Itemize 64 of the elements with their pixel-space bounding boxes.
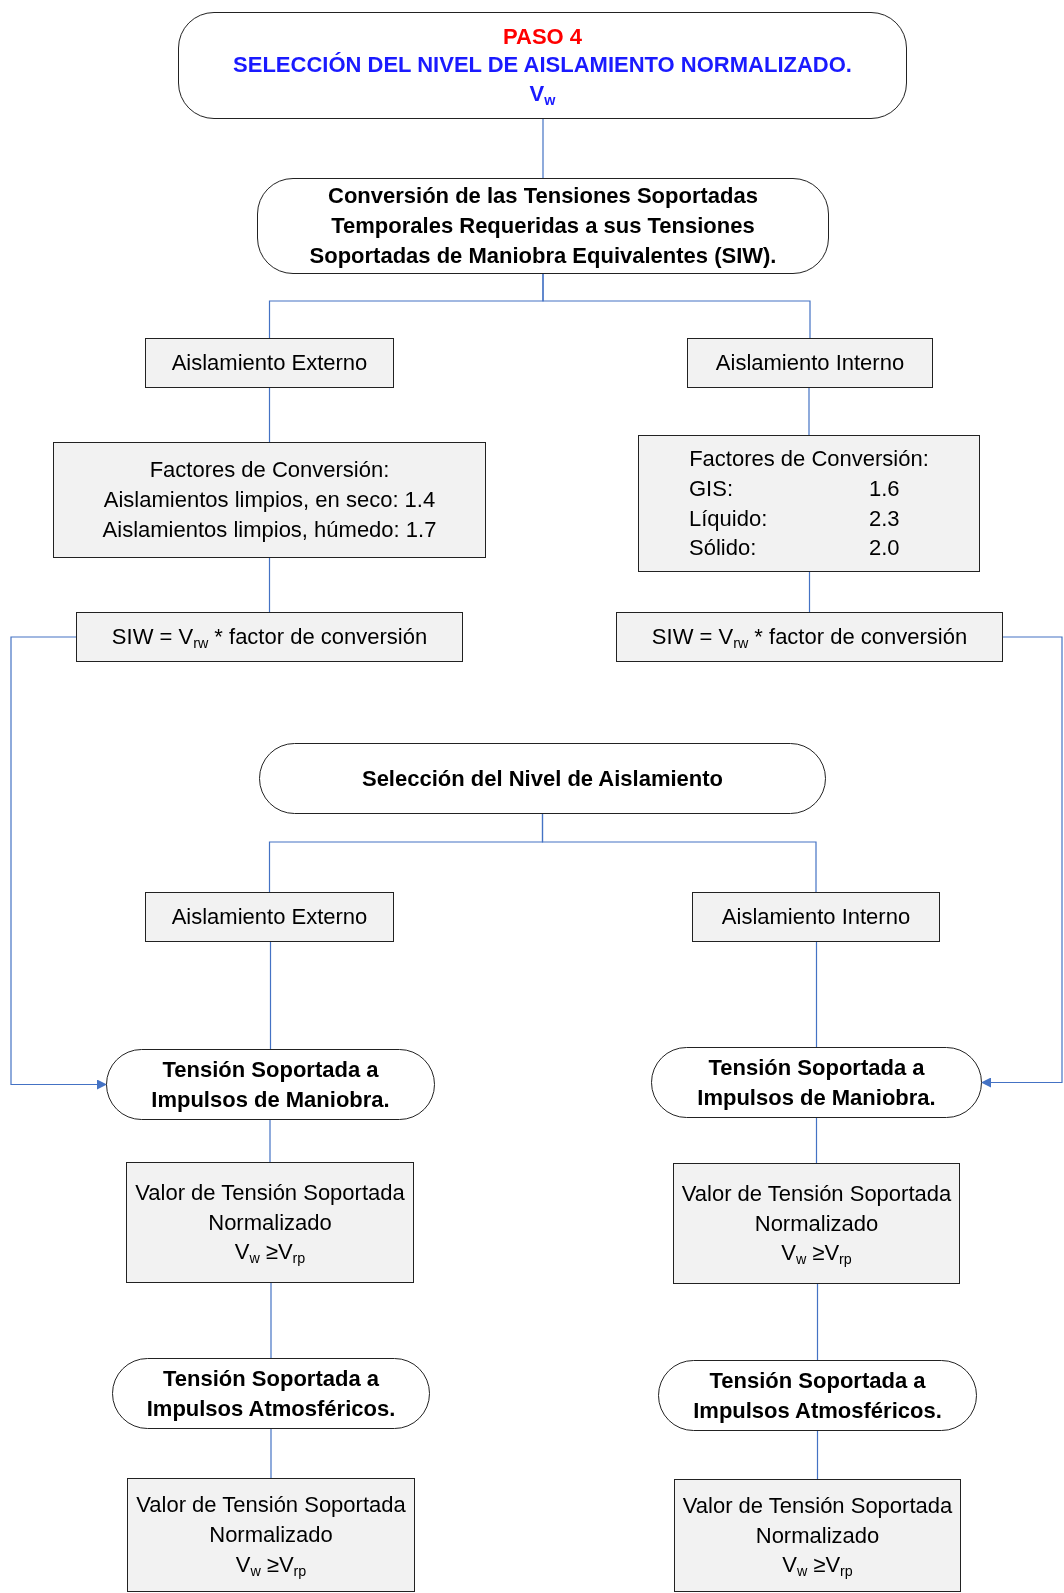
node-label: Tensión Soportada a Impulsos de Maniobra. <box>696 1053 937 1112</box>
connector-line <box>816 1430 819 1480</box>
node-text: V$_{w}$ ≥V$_{rp}$ <box>235 1550 307 1580</box>
node-label: SIW = V$_{rw}$ * factor de conversión <box>651 623 968 652</box>
connector-line <box>815 1117 818 1164</box>
table-value: 2.3 <box>869 504 901 533</box>
value-box <box>126 1162 414 1283</box>
connector-line <box>815 941 818 1048</box>
node-label: Valor de Tensión Soportada Normalizado <box>680 1179 953 1238</box>
step-title-box <box>178 12 907 119</box>
process-box <box>692 892 940 942</box>
node-text: SELECCIÓN DEL NIVEL DE AISLAMIENTO NORMALIZADO. <box>233 51 852 80</box>
table-label: Líquido: <box>689 504 769 533</box>
connector-line <box>269 941 272 1050</box>
node-text: V$_{w}$ ≥V$_{rp}$ <box>234 1238 306 1268</box>
node-text: V$_{w}$ ≥V$_{rp}$ <box>782 1551 853 1581</box>
connector-line <box>816 1283 819 1361</box>
node-label: Aislamiento Interno <box>715 349 905 378</box>
node-label: Valor de Tensión Soportada Normalizado <box>134 1178 406 1237</box>
node-label: Tensión Soportada a Impulsos Atmosféricos. <box>692 1366 943 1425</box>
info-box <box>638 435 980 572</box>
connector-line <box>808 571 811 613</box>
connector-line <box>541 813 817 893</box>
node-label: Tensión Soportada a Impulsos de Maniobra. <box>150 1055 391 1114</box>
table-value: 1.6 <box>869 474 901 503</box>
table-label: GIS: <box>689 474 734 503</box>
node-label: Factores de Conversión: <box>689 445 929 474</box>
node-text: Aislamientos limpios, húmedo: 1.7 <box>102 515 437 544</box>
formula-box <box>76 612 463 662</box>
node-text: V$_{w}$ <box>529 79 556 109</box>
node-label: Aislamiento Externo <box>171 349 368 378</box>
node-label: SIW = V$_{rw}$ * factor de conversión <box>111 623 428 652</box>
table-value: 2.0 <box>869 534 901 563</box>
connector-line <box>268 387 271 443</box>
info-box <box>53 442 486 558</box>
node-label: Aislamiento Interno <box>721 903 911 932</box>
connector-line <box>542 118 544 179</box>
connector-line <box>808 387 810 436</box>
connector-line <box>268 557 271 613</box>
arrow <box>10 636 107 1090</box>
node-text: Aislamientos limpios, en seco: 1.4 <box>103 486 436 515</box>
node-label: Valor de Tensión Soportada Normalizado <box>681 1491 954 1550</box>
node-label: Aislamiento Externo <box>171 903 368 932</box>
connector-line <box>270 1428 272 1479</box>
value-box <box>673 1163 960 1284</box>
process-box <box>687 338 933 388</box>
process-box <box>257 178 829 274</box>
node-label: Factores de Conversión: <box>149 456 390 485</box>
connector-line <box>269 1119 271 1163</box>
process-box <box>145 338 394 388</box>
node-label: PASO 4 <box>502 22 583 51</box>
formula-box <box>616 612 1003 662</box>
connector-line <box>270 1282 272 1359</box>
arrow <box>981 636 1063 1088</box>
node-label: Valor de Tensión Soportada Normalizado <box>135 1491 407 1550</box>
table-label: Sólido: <box>689 534 758 563</box>
node-label: Conversión de las Tensiones Soportadas Temporales Requeridas a sus Tensiones Soportadas de Maniobra Equivalentes (SIW). <box>308 182 778 270</box>
value-box <box>127 1478 415 1592</box>
node-text: V$_{w}$ ≥V$_{rp}$ <box>781 1239 852 1269</box>
connector-line <box>542 273 811 339</box>
value-box <box>674 1479 961 1592</box>
node-label: Tensión Soportada a Impulsos Atmosféricos. <box>145 1364 397 1423</box>
node-label: Selección del Nivel de Aislamiento <box>361 764 724 793</box>
process-box <box>145 892 394 942</box>
